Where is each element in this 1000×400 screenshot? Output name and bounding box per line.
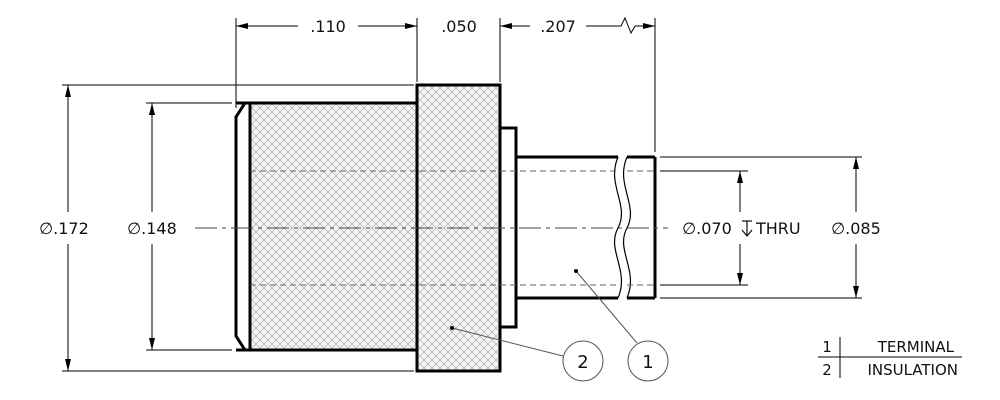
dim-body-arrow-bottom	[149, 338, 155, 350]
body-hatch	[250, 103, 417, 350]
dim-207-arrow-left	[500, 23, 512, 29]
dim-bore-thru: THRU	[755, 219, 801, 238]
parts-list-name-1: TERMINAL	[877, 338, 955, 356]
leader-2-dot	[450, 326, 454, 330]
dim-length-050: .050	[441, 17, 477, 36]
dim-110-arrow-left	[236, 23, 248, 29]
dim-diameter-outer: ∅.172	[39, 219, 89, 238]
parts-list-num-2: 2	[822, 361, 832, 379]
leader-1	[575, 270, 638, 344]
balloon-1-label: 1	[642, 352, 653, 373]
dim-outer-arrow-bottom	[65, 359, 71, 371]
dim-pin-arrow-bottom	[853, 286, 859, 298]
depth-symbol-icon	[741, 220, 753, 237]
dim-pin-arrow-top	[853, 157, 859, 169]
dim-body-arrow-top	[149, 103, 155, 115]
dim-bore-arrow-bottom	[737, 273, 743, 285]
shoulder	[500, 126, 518, 329]
parts-list-name-2: INSULATION	[867, 361, 958, 379]
balloon-1	[627, 340, 669, 382]
dim-length-110: .110	[310, 17, 346, 36]
dim-207-arrow-right	[643, 23, 655, 29]
balloon-2	[562, 340, 604, 382]
chamfer-end	[234, 101, 250, 352]
balloon-2-label: 2	[577, 352, 588, 373]
dim-diameter-pin: ∅.085	[831, 219, 881, 238]
dim-207-line-right	[586, 16, 655, 35]
dim-diameter-body: ∅.148	[127, 219, 177, 238]
leader-2	[451, 327, 564, 357]
leader-1-dot	[574, 269, 578, 273]
dim-diameter-bore: ∅.070	[682, 219, 732, 238]
parts-list: 1 TERMINAL 2 INSULATION	[818, 337, 962, 379]
dim-bore-arrow-top	[737, 171, 743, 183]
parts-list-num-1: 1	[822, 338, 832, 356]
dim-length-207: .207	[540, 17, 576, 36]
dim-outer-arrow-top	[65, 85, 71, 97]
